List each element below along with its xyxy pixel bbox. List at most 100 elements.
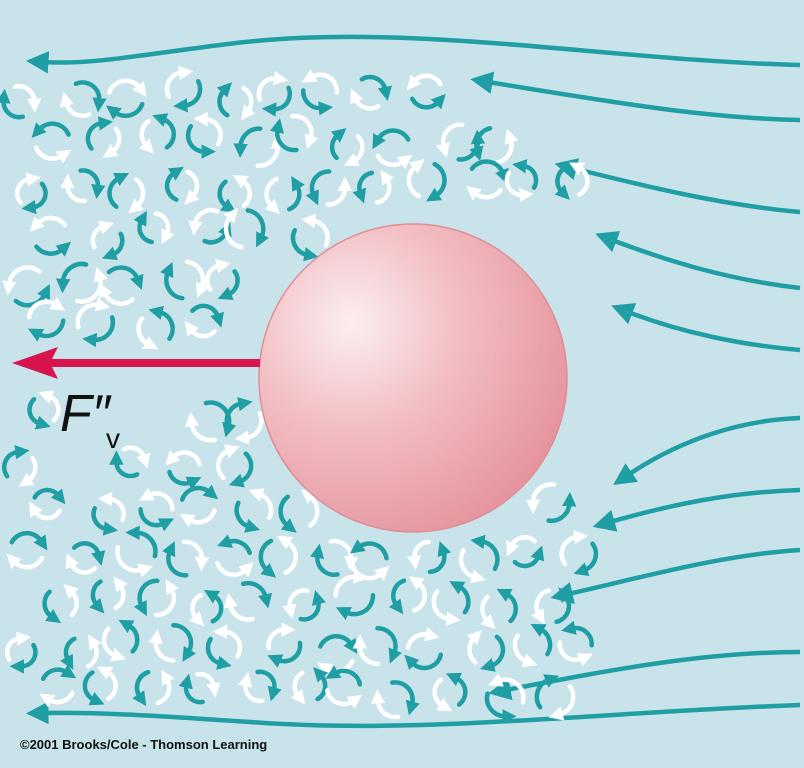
eddy-teal [301,88,334,116]
eddy-teal [325,665,363,687]
eddy-teal [512,545,545,569]
streamline [595,231,801,291]
eddy-white [165,450,202,467]
eddy-white [184,259,210,298]
eddy-white [487,673,526,705]
eddy-white [18,456,38,487]
eddy-teal [372,128,411,150]
eddy-teal [290,227,319,262]
eddy-white [184,320,217,339]
eddy-white [59,91,92,119]
eddy-teal [27,396,51,430]
eddy-teal [167,469,202,490]
eddy-teal [171,623,197,662]
eddy-white [97,666,118,702]
eddies [0,65,599,724]
eddy-white [431,589,461,626]
copyright-notice: ©2001 Brooks/Cole - Thomson Learning [20,737,268,752]
eddy-white [328,538,359,571]
eddy-white [240,85,256,121]
eddy-white [504,170,534,203]
streamline [554,158,801,215]
eddy-teal [329,128,347,161]
eddy-teal [449,581,471,615]
eddy-teal [132,669,151,707]
eddy-teal [133,578,160,617]
streamline [592,487,801,532]
eddy-teal [91,506,119,536]
eddy-teal [34,241,72,257]
eddy-white [432,677,453,712]
eddy-teal [258,538,277,578]
eddy-white [65,553,98,575]
eddy-teal [261,85,293,117]
eddy-white [301,69,340,95]
eddy-teal [32,487,66,505]
eddy-teal [42,589,61,624]
eddy-teal [148,305,175,341]
eddy-white [569,162,590,197]
eddy-white [223,207,244,250]
eddy-teal [470,534,500,572]
eddy-white [115,544,154,578]
eddy-white [350,88,381,111]
eddy-teal [224,397,253,431]
eddy-teal [313,667,329,702]
eddy-teal [102,231,125,261]
streamline [550,547,801,605]
eddy-white [495,128,519,165]
eddy-white [33,145,72,164]
eddy-white [148,629,176,663]
eddy-white [138,487,175,512]
eddy-teal [89,579,105,614]
streamline-bottom [26,701,801,729]
eddy-white [155,669,175,706]
eddy-white [559,530,589,567]
eddy-teal [216,534,252,556]
eddy-white [234,411,264,445]
eddy-white [212,624,243,659]
eddy-teal [31,121,71,138]
eddy-white [97,491,126,523]
eddy-teal [546,491,577,524]
eddy-teal [573,541,599,576]
eddy-white [506,535,537,557]
eddy-teal [298,590,326,622]
eddy-white [255,133,285,168]
eddy-white [75,297,111,330]
eddy-white [216,444,240,481]
eddy-teal [245,208,270,248]
eddy-white [63,583,79,618]
eddy-teal [427,541,452,575]
eddy-teal [27,318,66,342]
eddy-white [248,488,274,520]
streamline [613,415,801,486]
eddy-white [333,569,368,598]
eddy-teal [484,691,517,724]
eddy-white [106,78,147,97]
eddy-white [60,173,88,204]
eddy-teal [138,507,174,532]
drag-force-arrow [12,347,260,379]
eddy-white [139,118,155,154]
eddy-white [375,153,413,170]
eddy-white [557,640,593,667]
eddy-white [184,169,200,205]
eddy-teal [233,126,263,159]
eddy-white [343,134,365,166]
eddy-white [525,482,557,515]
eddy-white [2,265,42,296]
drag-force-subscript: v [106,423,120,454]
streamline [611,303,801,353]
eddy-white [406,159,425,199]
eddy-teal [179,484,219,502]
eddy-teal [278,494,297,533]
eddy-teal [269,118,299,153]
eddy-white [26,296,66,320]
eddy-white [38,390,61,423]
eddy-white [406,73,443,91]
eddy-white [189,592,205,627]
eddy-white [90,220,114,250]
drag-force-label: F″ [60,385,111,443]
